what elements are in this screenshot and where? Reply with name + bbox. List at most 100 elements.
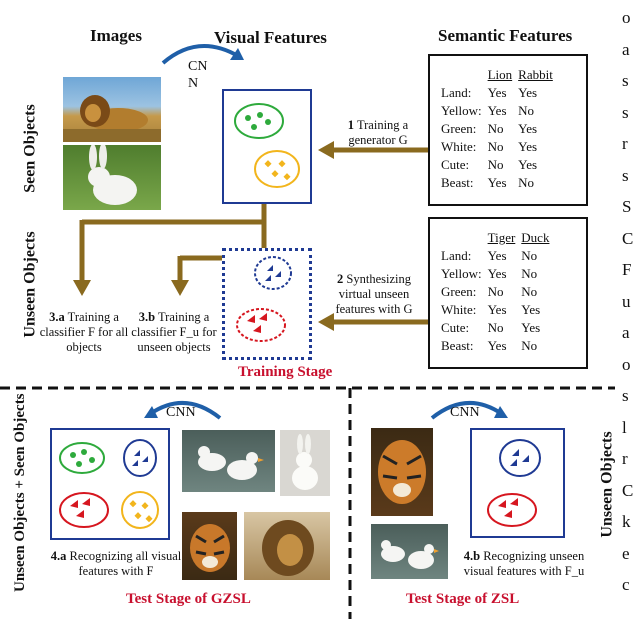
attribute-label: Land: — [441, 248, 472, 263]
clipped-letter: s — [622, 386, 629, 405]
clipped-letter: a — [622, 323, 630, 342]
step3b-text: 3.b Training a classifier F_u for unseen… — [131, 310, 217, 354]
clipped-letter: r — [622, 449, 628, 468]
attribute-label: Green: — [441, 284, 477, 299]
attribute-value: No — [518, 175, 535, 190]
table-row: Green: No No — [438, 283, 552, 301]
attribute-label: Beast: — [441, 175, 474, 190]
attribute-value: Yes — [487, 266, 507, 281]
stage-separators — [0, 386, 615, 619]
step4b-text: 4.b Recognizing unseen visual features w… — [463, 549, 585, 578]
attribute-label: White: — [441, 302, 477, 317]
col-rabbit: Rabbit — [518, 67, 553, 82]
cnn-gzsl-arrow — [144, 401, 222, 420]
attribute-value: Yes — [487, 103, 507, 118]
col-tiger: Tiger — [487, 230, 516, 245]
cnn-zsl-label: CNN — [450, 405, 480, 420]
images-header: Images — [90, 26, 142, 45]
unseen-objects-right-label: Unseen Objects — [598, 431, 616, 538]
col-duck: Duck — [521, 230, 550, 245]
table-row: Land: Yes No — [438, 247, 552, 265]
rabbit-photo-gzsl — [280, 430, 330, 496]
semantic-features-header: Semantic Features — [438, 26, 573, 45]
clipped-letter: C — [622, 228, 634, 248]
attribute-value: No — [521, 248, 538, 263]
gzsl-visual-features-box — [50, 428, 170, 540]
table-row: Land: Yes Yes — [438, 84, 556, 102]
attribute-value: Yes — [487, 302, 507, 317]
attribute-value: No — [487, 139, 504, 154]
ducks-photo-zsl — [371, 524, 448, 579]
ducks-photo-gzsl — [182, 430, 275, 492]
attribute-label: Yellow: — [441, 266, 482, 281]
attribute-value: Yes — [487, 85, 507, 100]
step4a-text: 4.a Recognizing all visual features with… — [50, 549, 182, 578]
attribute-value: Yes — [518, 139, 538, 154]
step2-text: 2 Synthesizing virtual unseen features w… — [335, 272, 413, 316]
clipped-letter: o — [622, 8, 631, 27]
unseen-plus-seen-label: Unseen Objects + Seen Objects — [12, 393, 28, 592]
cnn-gzsl-label: CNN — [166, 405, 196, 420]
attribute-label: Land: — [441, 85, 472, 100]
table-row: Beast: Yes No — [438, 337, 552, 355]
attribute-value: Yes — [518, 121, 538, 136]
zsl-stage-label: Test Stage of ZSL — [406, 591, 520, 607]
clipped-letter: S — [622, 197, 632, 216]
unseen-visual-features-box — [222, 248, 312, 360]
attribute-label: Green: — [441, 121, 477, 136]
attribute-value: No — [521, 338, 538, 353]
attribute-value: Yes — [487, 175, 507, 190]
attribute-label: Cute: — [441, 320, 470, 335]
attribute-value: No — [521, 266, 538, 281]
clipped-letter: e — [622, 543, 630, 563]
training-arrows — [73, 141, 428, 331]
attribute-value: No — [487, 320, 504, 335]
attribute-value: Yes — [521, 320, 541, 335]
attribute-value: Yes — [487, 248, 507, 263]
rabbit-photo — [63, 145, 161, 210]
lion-photo — [63, 77, 161, 142]
attribute-value: No — [487, 157, 504, 172]
seen-visual-features-box — [222, 89, 312, 204]
clipped-letter: c — [622, 575, 630, 594]
attribute-value: Yes — [521, 302, 541, 317]
table-row: Yellow: Yes No — [438, 102, 556, 120]
lion-photo-gzsl — [244, 512, 330, 580]
attribute-value: Yes — [518, 85, 538, 100]
attribute-value: Yes — [518, 157, 538, 172]
attribute-value: No — [521, 284, 538, 299]
cnn-top-label: CN N — [188, 59, 208, 91]
attribute-value: No — [487, 284, 504, 299]
cnn-top-arrow — [161, 44, 244, 65]
col-lion: Lion — [487, 67, 513, 82]
clipped-letter: l — [622, 417, 627, 437]
tiger-photo-gzsl — [182, 512, 237, 580]
clipped-letter: u — [622, 291, 631, 311]
clipped-letter: C — [622, 480, 634, 500]
clipped-letter: k — [622, 512, 631, 531]
tiger-photo-zsl — [371, 428, 433, 516]
attribute-label: Beast: — [441, 338, 474, 353]
clipped-letter: s — [622, 102, 629, 122]
gzsl-stage-label: Test Stage of GZSL — [126, 591, 251, 607]
attribute-value: Yes — [487, 338, 507, 353]
table-row: Green: No Yes — [438, 120, 556, 138]
table-row: Beast: Yes No — [438, 174, 556, 192]
table-row: Yellow: Yes No — [438, 265, 552, 283]
clipped-letter: F — [622, 260, 632, 279]
visual-features-header: Visual Features — [214, 28, 327, 47]
attribute-value: No — [518, 103, 535, 118]
clipped-letter: r — [622, 134, 628, 153]
zsl-visual-features-box — [470, 428, 565, 538]
table-row: Cute: No Yes — [438, 319, 552, 337]
step3a-text: 3.a Training a classifier F for all obje… — [39, 310, 129, 354]
attribute-label: White: — [441, 139, 477, 154]
clipped-letter: a — [622, 39, 630, 59]
attribute-label: Yellow: — [441, 103, 482, 118]
attribute-value: No — [487, 121, 504, 136]
table-row: White: Yes Yes — [438, 301, 552, 319]
clipped-letter: s — [622, 165, 629, 185]
